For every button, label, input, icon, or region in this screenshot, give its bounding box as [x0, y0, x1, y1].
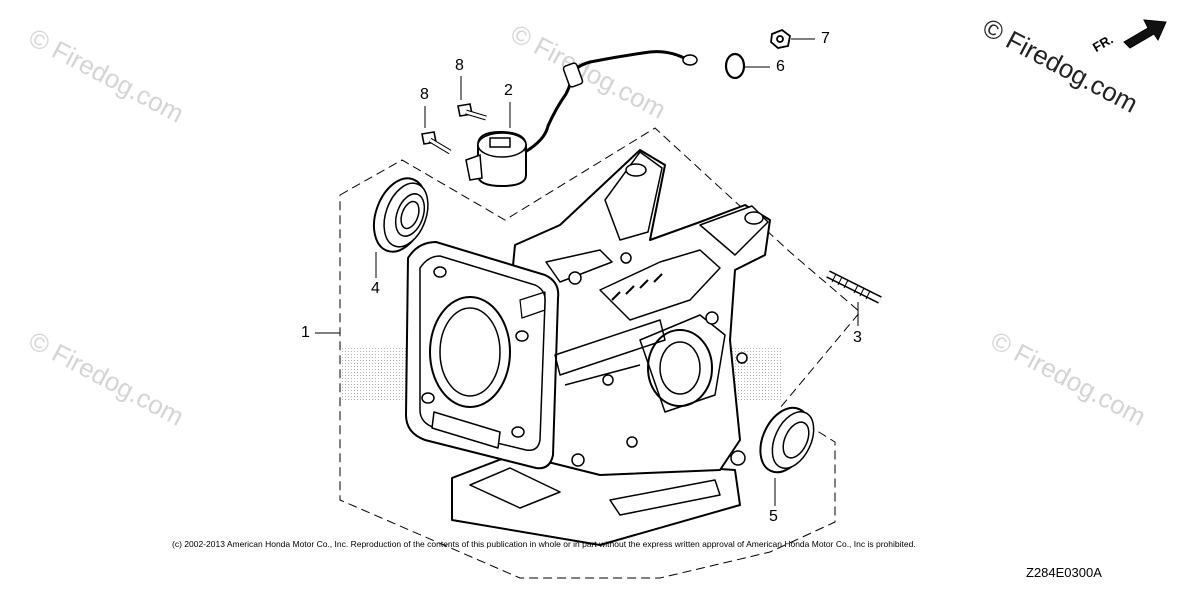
- callout-2: 2: [504, 82, 513, 99]
- callout-6: 6: [776, 58, 785, 75]
- callout-8-lower: 8: [420, 86, 429, 103]
- engine-block-drawing: [405, 149, 771, 546]
- oil-seal-5-drawing: [759, 406, 815, 474]
- direction-arrow-icon: [1123, 19, 1167, 49]
- copyright-notice: (c) 2002-2013 American Honda Motor Co., …: [172, 539, 916, 549]
- stud-3-drawing: [826, 270, 882, 304]
- callout-7: 7: [821, 30, 830, 47]
- callout-1: 1: [301, 324, 310, 341]
- callout-5: 5: [769, 508, 778, 525]
- leader-lines: [315, 38, 859, 506]
- callout-8-upper: 8: [455, 57, 464, 74]
- callout-3: 3: [853, 329, 862, 346]
- diagram-code: Z284E0300A: [1026, 565, 1102, 580]
- bearing-4-drawing: [372, 177, 429, 253]
- oil-alert-switch-drawing: [465, 50, 698, 188]
- bolt-8-upper-drawing: [457, 103, 487, 121]
- washer-6-drawing: [724, 52, 746, 80]
- nut-7-drawing: [770, 28, 791, 49]
- callout-4: 4: [371, 280, 380, 297]
- bolt-8-lower-drawing: [421, 131, 452, 155]
